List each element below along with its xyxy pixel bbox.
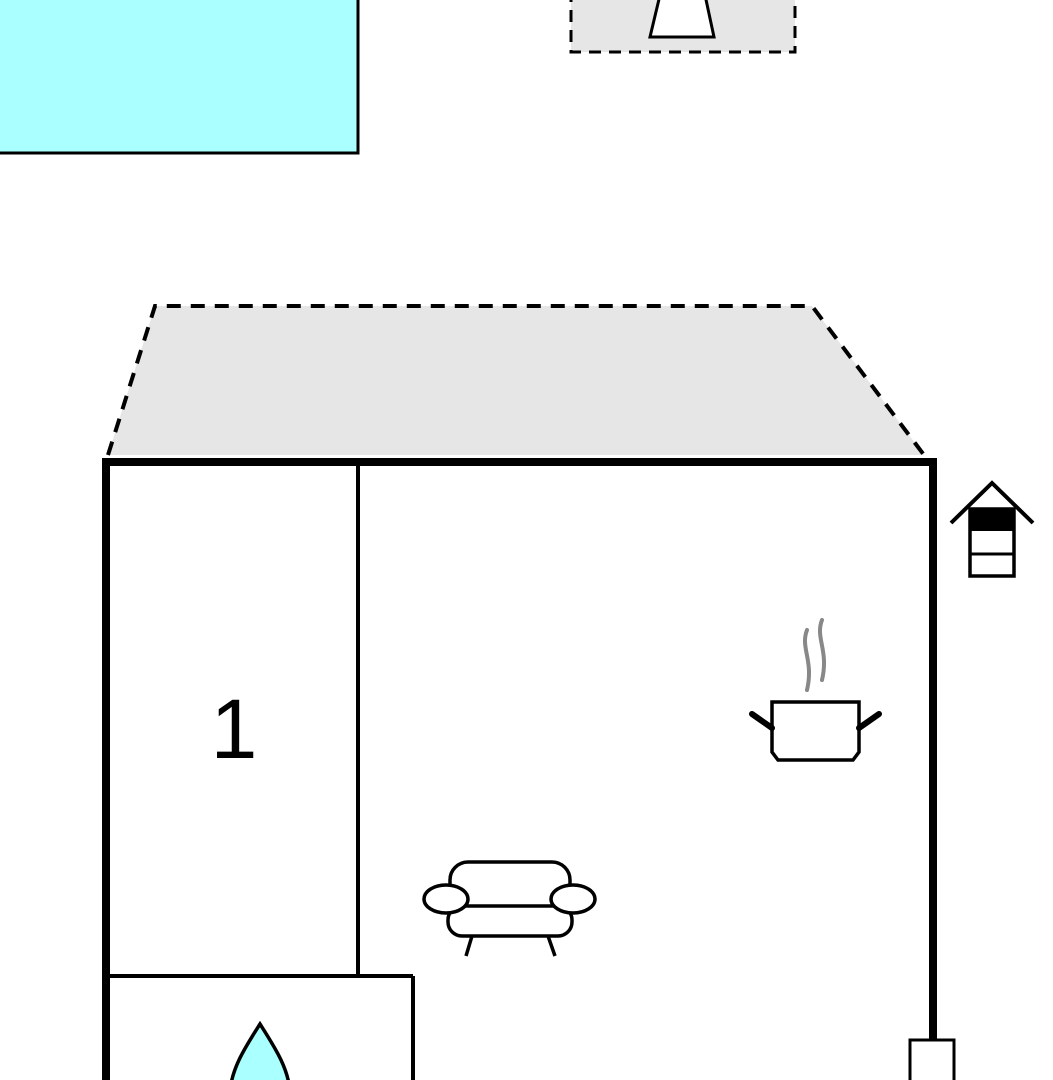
bathroom-water-drop-icon	[230, 1020, 290, 1080]
terrace-lamp-icon	[648, 0, 716, 39]
terrace-lamp-area	[569, 0, 797, 54]
house-floors-icon	[949, 480, 1035, 578]
floor-marker	[970, 509, 1014, 531]
entrance-door-icon	[908, 1038, 956, 1080]
terrace-outline	[106, 304, 926, 457]
pool-icon	[0, 0, 360, 155]
interior-walls	[106, 462, 415, 1080]
kitchen-pot-icon	[749, 618, 882, 762]
bedroom-label: 1	[211, 682, 258, 776]
house-walls	[102, 458, 937, 1080]
terrace-area-icon	[108, 306, 924, 455]
sofa-icon	[422, 860, 597, 957]
